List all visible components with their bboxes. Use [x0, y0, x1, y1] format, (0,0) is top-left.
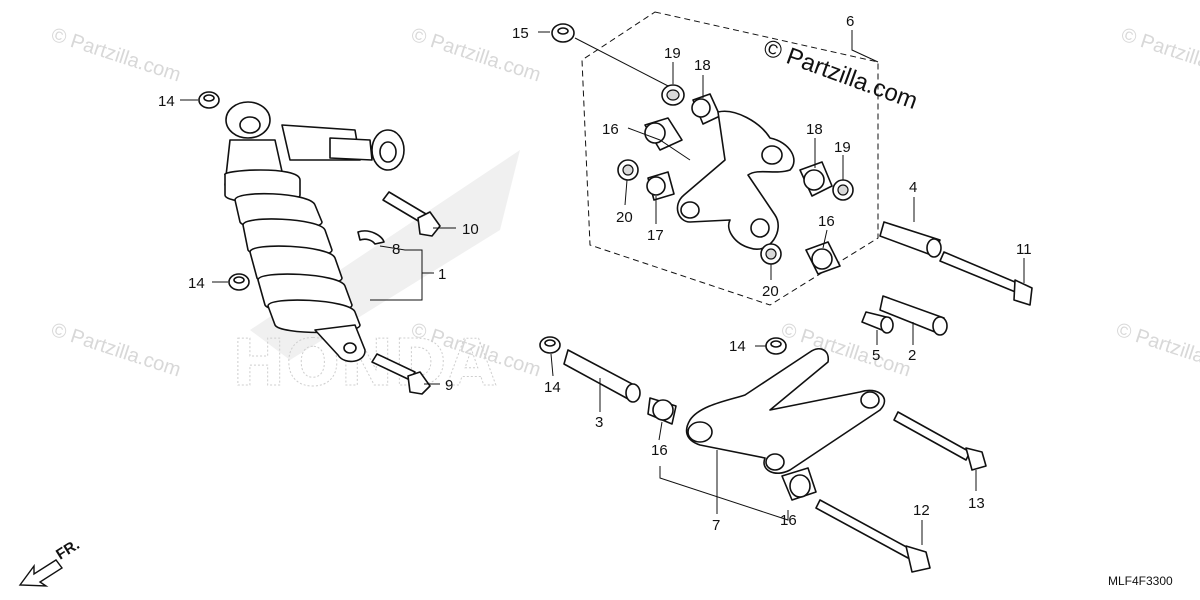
cushion-arm	[676, 110, 795, 250]
nut-14-left	[228, 273, 250, 291]
collar-2	[879, 295, 948, 336]
nut-14-upper	[198, 91, 220, 109]
callout-16: 16	[651, 442, 668, 459]
rod-eye-right	[860, 391, 880, 409]
bolt-10	[382, 191, 441, 237]
callout-15: 15	[512, 25, 529, 42]
callout-16: 16	[818, 213, 835, 230]
bearing-18-upper	[691, 93, 721, 125]
collar-5	[861, 311, 894, 334]
watermark-text: © Partzilla.com	[48, 24, 183, 87]
callout-labels: 14 14 10 8 1 9 15 6 19 18 16 20 17 18 19…	[158, 13, 1032, 534]
bearing-16-right	[805, 241, 841, 275]
callout-17: 17	[647, 227, 664, 244]
callout-9: 9	[445, 377, 453, 394]
leader-lines	[180, 30, 1025, 545]
collar-8	[357, 230, 385, 245]
seal-20-left	[617, 159, 639, 181]
callout-16: 16	[602, 121, 619, 138]
watermarks: © Partzilla.com © Partzilla.com © Partzi…	[48, 24, 1200, 382]
callout-5: 5	[872, 347, 880, 364]
watermark-text: © Partzilla.com	[1118, 24, 1200, 87]
bolt-13	[893, 411, 987, 471]
callout-7: 7	[712, 517, 720, 534]
front-direction-indicator: FR.	[18, 536, 83, 587]
nut-14-middle	[539, 336, 561, 354]
seal-20-bottom	[760, 243, 782, 265]
callout-20: 20	[616, 209, 633, 226]
bearing-17	[646, 171, 675, 201]
callout-14: 14	[544, 379, 561, 396]
bearing-16-bottom	[781, 467, 817, 501]
bearing-16-lower	[647, 397, 677, 425]
bearing-16-upper	[644, 117, 683, 151]
bolt-9	[371, 353, 431, 395]
callout-18: 18	[806, 121, 823, 138]
bolt-11	[939, 251, 1033, 306]
callout-13: 13	[968, 495, 985, 512]
nut-15	[551, 23, 575, 43]
nut-14-right	[765, 337, 787, 355]
callout-16: 16	[780, 512, 797, 529]
callout-12: 12	[913, 502, 930, 519]
front-arrow-icon	[18, 559, 64, 587]
front-label: FR.	[53, 536, 83, 563]
arm-eye-bottom	[750, 218, 770, 238]
watermark-text: © Partzilla.com	[1113, 319, 1200, 382]
brand-background-text: HONDA	[232, 327, 497, 401]
callout-3: 3	[595, 414, 603, 431]
callout-14: 14	[188, 275, 205, 292]
callout-19: 19	[664, 45, 681, 62]
callout-11: 11	[1016, 241, 1032, 258]
callout-14: 14	[729, 338, 746, 355]
assembly-outline	[581, 11, 879, 306]
callout-19: 19	[834, 139, 851, 156]
rear-shock-absorber	[224, 101, 405, 363]
seal-19-right	[832, 179, 854, 201]
arm-eye-top	[761, 145, 783, 165]
callout-20: 20	[762, 283, 779, 300]
watermark-text: © Partzilla.com	[48, 319, 183, 382]
callout-8: 8	[392, 241, 400, 258]
callout-18: 18	[694, 57, 711, 74]
callout-10: 10	[462, 221, 479, 238]
collar-3	[563, 349, 641, 403]
connecting-rod	[685, 348, 886, 474]
arm-eye-left	[680, 201, 700, 219]
callout-6: 6	[846, 13, 854, 30]
rod-eye-left	[687, 421, 713, 443]
bearing-18-right	[799, 161, 833, 197]
callout-2: 2	[908, 347, 916, 364]
diagram-code: MLF4F3300	[1108, 574, 1173, 588]
collar-4	[879, 221, 942, 258]
bolt-12	[815, 499, 931, 573]
rod-eye-bottom	[765, 453, 785, 471]
seal-19-upper	[661, 84, 685, 106]
callout-14: 14	[158, 93, 175, 110]
axis-line	[574, 37, 673, 89]
copyright-text: © Partzilla.com	[760, 34, 921, 115]
callout-1: 1	[438, 266, 446, 283]
callout-4: 4	[909, 179, 917, 196]
